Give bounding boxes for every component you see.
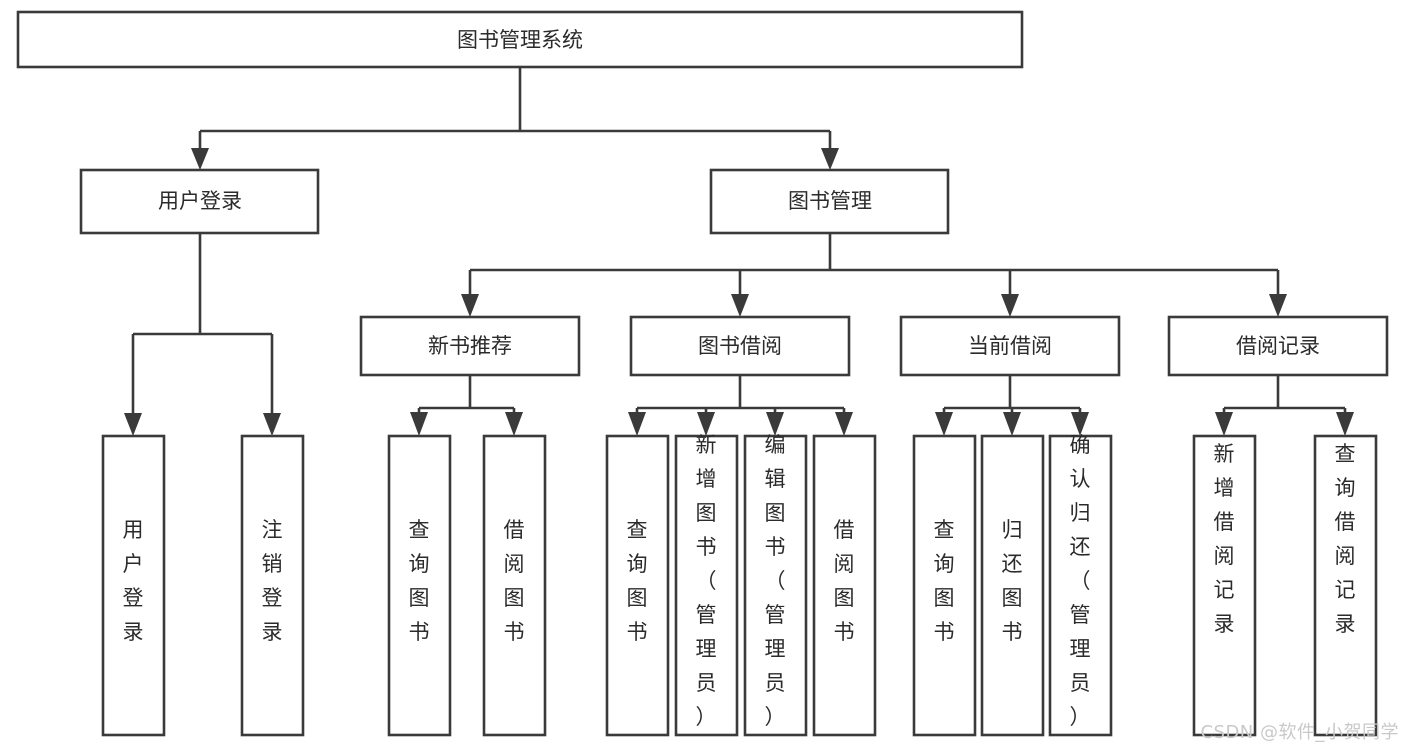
leaf-user-login-label: 用户登录 — [123, 518, 144, 644]
arrow-books-c2 — [731, 294, 749, 317]
leaf-current-query-book-box[interactable] — [912, 434, 977, 737]
leaf-user-logout-box[interactable] — [240, 434, 305, 737]
leaf-borrow-add-book[interactable]: 新增图书（管理员） — [674, 433, 739, 737]
leaf-user-login-box[interactable] — [101, 434, 166, 737]
arrow-books-c3 — [1001, 294, 1019, 317]
leaf-record-add-box[interactable] — [1192, 434, 1257, 737]
leaf-borrow-query-book-box[interactable] — [605, 434, 670, 737]
leaf-current-confirm-return[interactable]: 确认归还（管理员） — [1048, 433, 1113, 737]
node-user-login[interactable]: 用户登录 — [79, 168, 320, 235]
leaf-borrow-edit-book-label: 编辑图书（管理员） — [765, 433, 786, 729]
node-root[interactable]: 图书管理系统 — [16, 10, 1024, 69]
node-new-book-recommend-box[interactable] — [359, 315, 581, 377]
leaf-current-return-book-label: 归还图书 — [1002, 518, 1023, 644]
leaf-current-confirm-return-label: 确认归还（管理员） — [1070, 433, 1091, 729]
node-root-label: 图书管理系统 — [457, 28, 583, 52]
node-book-borrow[interactable]: 图书借阅 — [629, 315, 851, 377]
leaf-record-query[interactable]: 查询借阅记录 — [1313, 434, 1378, 737]
arrow-books-c4 — [1269, 294, 1287, 317]
leaf-borrow-borrow-book-box[interactable] — [812, 434, 877, 737]
arrow-recommend-l2 — [505, 412, 523, 436]
node-new-book-recommend[interactable]: 新书推荐 — [359, 315, 581, 377]
arrow-borrow-l4 — [835, 412, 853, 436]
leaf-borrow-add-book-label: 新增图书（管理员） — [696, 433, 717, 729]
leaf-current-return-book[interactable]: 归还图书 — [980, 434, 1045, 737]
leaf-recommend-query-book-label: 查询图书 — [409, 518, 430, 644]
leaf-borrow-add-book-box[interactable] — [674, 434, 739, 737]
node-borrow-record[interactable]: 借阅记录 — [1167, 315, 1389, 377]
arrow-current-l3 — [1071, 412, 1089, 436]
arrow-user-leaf1 — [124, 413, 142, 436]
arrow-current-l1 — [935, 412, 953, 436]
node-user-login-box[interactable] — [79, 168, 320, 235]
leaf-borrow-query-book[interactable]: 查询图书 — [605, 434, 670, 737]
arrow-record-l1 — [1215, 412, 1233, 436]
arrow-current-l2 — [1003, 412, 1021, 436]
leaf-user-login[interactable]: 用户登录 — [101, 434, 166, 737]
node-book-borrow-label: 图书借阅 — [698, 334, 782, 358]
node-new-book-recommend-label: 新书推荐 — [428, 334, 512, 358]
node-book-borrow-box[interactable] — [629, 315, 851, 377]
leaf-borrow-query-book-label: 查询图书 — [627, 518, 648, 644]
leaf-borrow-borrow-book[interactable]: 借阅图书 — [812, 434, 877, 737]
leaf-current-query-book-label: 查询图书 — [934, 518, 955, 644]
node-borrow-record-box[interactable] — [1167, 315, 1389, 377]
node-current-borrow-label: 当前借阅 — [968, 334, 1052, 358]
arrow-borrow-l2 — [697, 412, 715, 436]
node-user-login-label: 用户登录 — [158, 189, 242, 213]
node-book-management-label: 图书管理 — [788, 189, 872, 213]
leaf-borrow-edit-book[interactable]: 编辑图书（管理员） — [743, 433, 808, 737]
leaf-recommend-borrow-book[interactable]: 借阅图书 — [482, 434, 547, 737]
leaf-record-query-label: 查询借阅记录 — [1335, 442, 1356, 636]
leaf-record-add-label: 新增借阅记录 — [1214, 442, 1235, 636]
leaf-user-logout[interactable]: 注销登录 — [240, 434, 305, 737]
node-root-box[interactable] — [16, 10, 1024, 69]
arrow-recommend-l1 — [410, 412, 428, 436]
leaf-record-query-box[interactable] — [1313, 434, 1378, 737]
arrow-root-to-books — [821, 148, 839, 170]
arrow-record-l2 — [1336, 412, 1354, 436]
node-current-borrow[interactable]: 当前借阅 — [899, 315, 1121, 377]
leaf-record-add[interactable]: 新增借阅记录 — [1192, 434, 1257, 737]
leaf-user-logout-label: 注销登录 — [262, 518, 283, 644]
csdn-watermark: CSDN @软件_小贺同学 — [1200, 722, 1399, 743]
leaf-borrow-edit-book-box[interactable] — [743, 434, 808, 737]
leaf-recommend-query-book-box[interactable] — [387, 434, 452, 737]
leaf-current-query-book[interactable]: 查询图书 — [912, 434, 977, 737]
arrow-books-c1 — [461, 294, 479, 317]
node-borrow-record-label: 借阅记录 — [1236, 334, 1320, 358]
leaf-current-return-book-box[interactable] — [980, 434, 1045, 737]
leaf-recommend-query-book[interactable]: 查询图书 — [387, 434, 452, 737]
leaf-borrow-borrow-book-label: 借阅图书 — [834, 518, 855, 644]
leaf-recommend-borrow-book-label: 借阅图书 — [504, 518, 525, 644]
leaf-recommend-borrow-book-box[interactable] — [482, 434, 547, 737]
leaf-current-confirm-return-box[interactable] — [1048, 434, 1113, 737]
arrow-user-leaf2 — [263, 413, 281, 436]
node-current-borrow-box[interactable] — [899, 315, 1121, 377]
arrow-borrow-l3 — [766, 412, 784, 436]
arrow-borrow-l1 — [628, 412, 646, 436]
arrow-root-to-user — [191, 148, 209, 170]
node-book-management[interactable]: 图书管理 — [709, 168, 950, 235]
node-book-management-box[interactable] — [709, 168, 950, 235]
